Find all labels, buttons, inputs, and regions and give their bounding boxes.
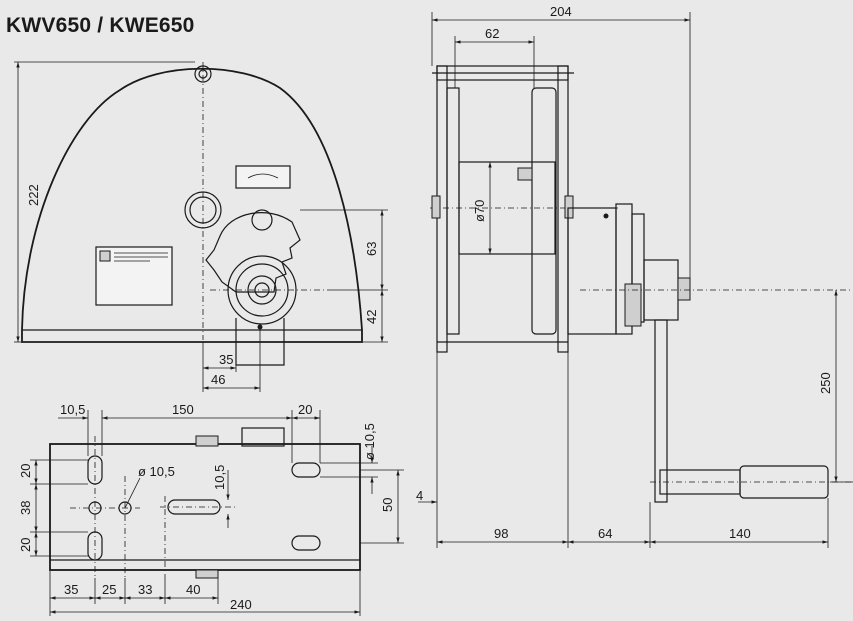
dim-front-42: 42 bbox=[364, 310, 379, 324]
dim-side-62: 62 bbox=[485, 26, 499, 41]
direction-plate bbox=[235, 165, 291, 189]
side-view: 204 62 ø70 250 4 98 64 140 bbox=[416, 4, 853, 548]
dim-side-250: 250 bbox=[818, 372, 833, 394]
dim-base-25: 25 bbox=[102, 582, 116, 597]
dim-base-33: 33 bbox=[138, 582, 152, 597]
dim-base-35: 35 bbox=[64, 582, 78, 597]
dim-base-50: 50 bbox=[380, 498, 395, 512]
drawing-title: KWV650 / KWE650 bbox=[6, 14, 195, 37]
gearbox bbox=[567, 207, 617, 335]
dim-front-46: 46 bbox=[211, 372, 225, 387]
dim-base-dia10-5: ø 10,5 bbox=[138, 464, 175, 479]
dim-side-204: 204 bbox=[550, 4, 572, 19]
dim-base-38: 38 bbox=[18, 501, 33, 515]
dim-base-150: 150 bbox=[172, 402, 194, 417]
dim-side-98: 98 bbox=[494, 526, 508, 541]
base-view: 10,5 150 20 ø 10,5 50 ø 10,5 10,5 20 38 … bbox=[18, 402, 404, 616]
dim-side-64: 64 bbox=[598, 526, 612, 541]
front-view: 222 63 42 35 46 bbox=[14, 61, 388, 392]
crank-arm bbox=[654, 319, 668, 503]
pawl-gear bbox=[205, 212, 301, 293]
dim-base-10-5: 10,5 bbox=[60, 402, 85, 417]
dim-base-10-5-vert: 10,5 bbox=[212, 465, 227, 490]
dim-base-20-top: 20 bbox=[298, 402, 312, 417]
dim-side-140: 140 bbox=[729, 526, 751, 541]
slot-right-top bbox=[291, 462, 321, 478]
dim-side-4: 4 bbox=[416, 488, 423, 503]
slot-right-bottom bbox=[291, 535, 321, 551]
dim-base-20-left-top: 20 bbox=[18, 464, 33, 478]
dim-base-240: 240 bbox=[230, 597, 252, 612]
dim-front-222: 222 bbox=[26, 184, 41, 206]
slot-center bbox=[167, 499, 221, 515]
ratchet-hole bbox=[184, 191, 222, 229]
dim-side-dia70: ø70 bbox=[472, 200, 487, 222]
dim-front-35: 35 bbox=[219, 352, 233, 367]
dim-front-63: 63 bbox=[364, 242, 379, 256]
base-bracket bbox=[241, 427, 285, 447]
dim-base-20-left-bot: 20 bbox=[18, 538, 33, 552]
dim-base-40: 40 bbox=[186, 582, 200, 597]
dim-base-dia10-5-right: ø 10,5 bbox=[362, 423, 377, 460]
front-housing-outline bbox=[21, 67, 363, 343]
